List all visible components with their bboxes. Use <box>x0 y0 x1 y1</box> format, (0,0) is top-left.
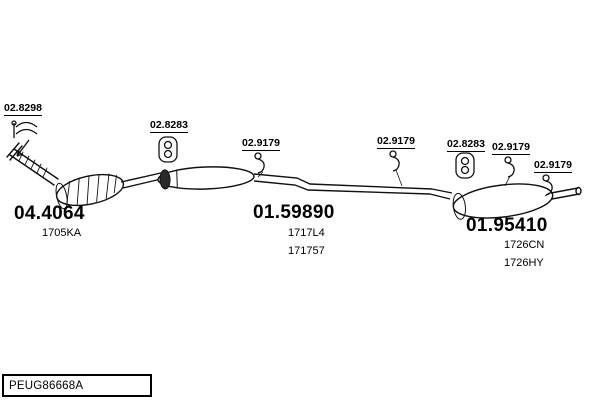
clamp-icon <box>8 116 44 167</box>
part-number-link[interactable]: 02.8298 <box>4 102 42 116</box>
hanger-ring-icon <box>385 149 403 178</box>
hanger-ring-icon <box>500 155 518 184</box>
hanger-ring-icon <box>538 173 556 202</box>
middle-part-code: 171757 <box>288 245 325 257</box>
rear-part-number: 01.95410 <box>466 215 548 236</box>
part-number-link[interactable]: 02.9179 <box>242 137 280 151</box>
part-number-link[interactable]: 02.9179 <box>534 159 572 173</box>
drawing-number-box: PEUG86668A <box>2 374 152 397</box>
front-part-code: 1705KA <box>42 227 82 239</box>
middle-part-code: 1717L4 <box>288 227 325 239</box>
rear-part-code: 1726CN <box>504 239 545 251</box>
rubber-mount-icon <box>452 151 478 186</box>
part-number-link[interactable]: 02.8283 <box>150 119 188 133</box>
drawing-number: PEUG86668A <box>9 379 84 392</box>
middle-part-number: 01.59890 <box>253 202 335 223</box>
hanger-ring-icon <box>250 151 268 180</box>
rubber-mount-icon <box>155 135 181 170</box>
rear-part-code: 1726HY <box>504 257 544 269</box>
part-number-link[interactable]: 02.8283 <box>447 138 485 152</box>
part-number-link[interactable]: 02.9179 <box>377 135 415 149</box>
part-number-link[interactable]: 02.9179 <box>492 141 530 155</box>
front-part-number: 04.4064 <box>14 203 85 224</box>
